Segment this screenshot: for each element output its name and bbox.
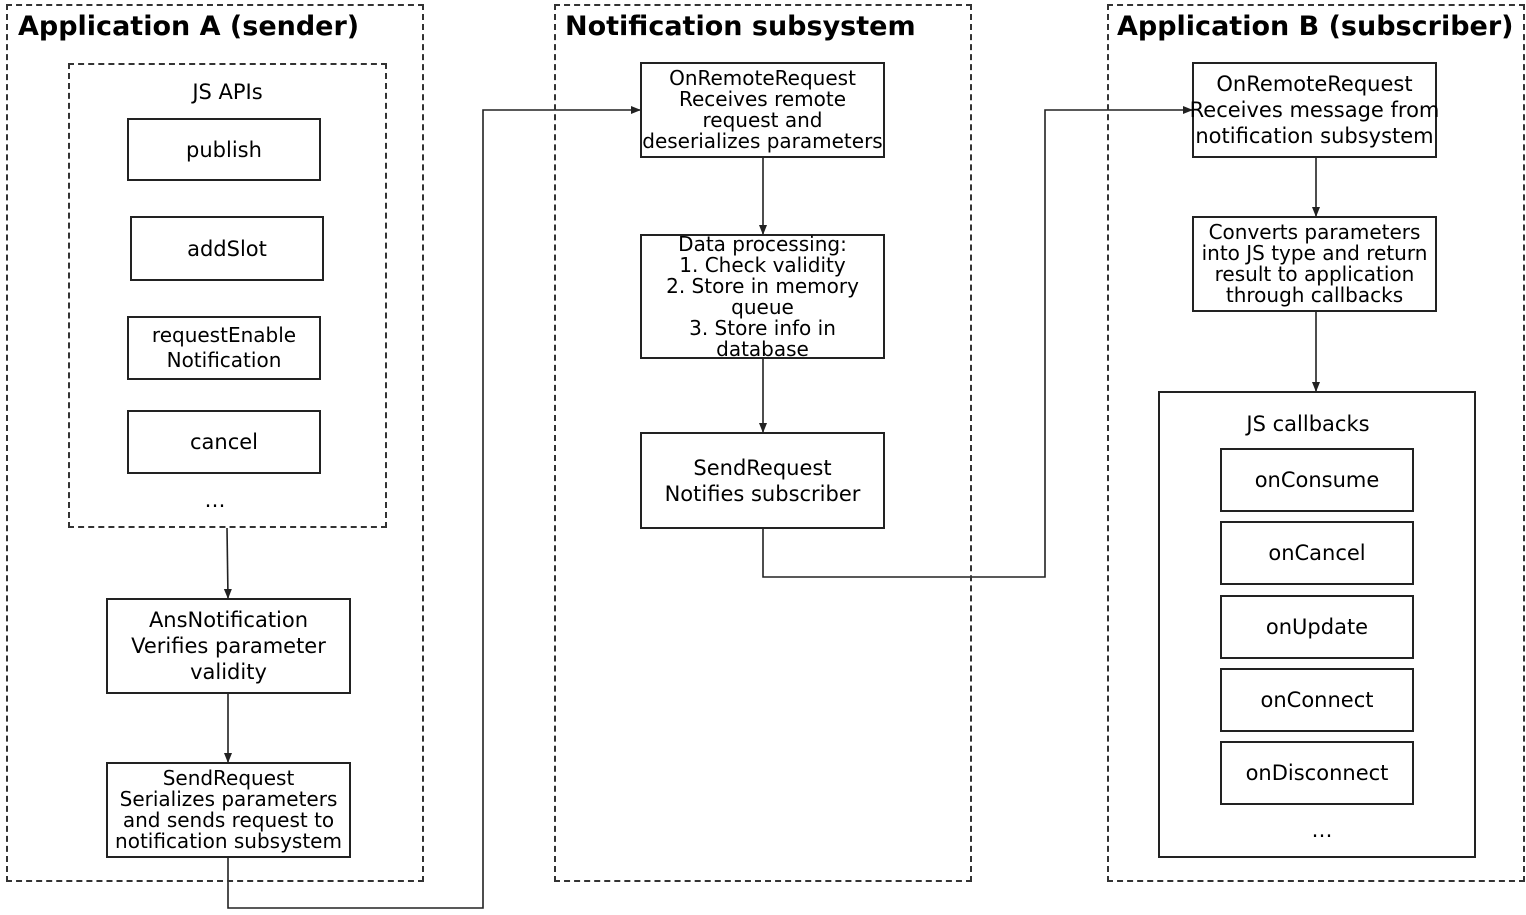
callback-ondisconnect: onDisconnect bbox=[1220, 741, 1414, 805]
subscr-remote-line-3: notification subsystem bbox=[1195, 124, 1434, 148]
api-publish: publish bbox=[127, 118, 321, 181]
arrow-subsystem-to-subscriber bbox=[762, 106, 1193, 578]
ans-line-1: AnsNotification bbox=[148, 608, 309, 632]
conv-line-4: through callbacks bbox=[1225, 283, 1404, 307]
arrow-sender-to-subsystem bbox=[227, 106, 641, 909]
proc-line-3: 2. Store in memory bbox=[666, 273, 859, 298]
js-apis-more: … bbox=[204, 488, 226, 512]
arrow-jsapis-to-ans bbox=[223, 527, 232, 599]
panel-subscriber bbox=[1107, 4, 1525, 882]
sub-remote-line-1: OnRemoteRequest bbox=[669, 66, 856, 90]
sub-send-line-1: SendRequest bbox=[693, 455, 832, 480]
sender-send-line-2: Serializes parameters bbox=[119, 787, 338, 811]
sub-remote-line-2: Receives remote bbox=[678, 87, 847, 111]
conv-line-2: into JS type and return bbox=[1201, 241, 1428, 265]
proc-line-6: database bbox=[716, 336, 809, 361]
js-callbacks-label: JS callbacks bbox=[1246, 412, 1370, 436]
panel-sender bbox=[6, 4, 424, 882]
js-callbacks-more: … bbox=[1311, 818, 1333, 842]
ans-line-3: validity bbox=[190, 660, 267, 684]
data-processing-box: Data processing: 1. Check validity 2. St… bbox=[640, 231, 885, 361]
api-request-enable-notification: requestEnable Notification bbox=[127, 316, 321, 380]
conv-line-1: Converts parameters bbox=[1208, 220, 1421, 244]
panel-subscriber-title: Application B (subscriber) bbox=[1117, 11, 1514, 42]
api-addslot: addSlot bbox=[130, 216, 324, 281]
conv-line-3: result to application bbox=[1214, 262, 1415, 286]
panel-subsystem bbox=[554, 4, 972, 882]
proc-line-5: 3. Store info in bbox=[689, 315, 836, 340]
proc-line-2: 1. Check validity bbox=[679, 252, 846, 277]
converts-parameters-box: Converts parameters into JS type and ret… bbox=[1192, 216, 1437, 312]
sub-remote-line-4: deserializes parameters bbox=[642, 129, 883, 153]
callback-onconsume: onConsume bbox=[1220, 448, 1414, 512]
callback-onupdate: onUpdate bbox=[1220, 595, 1414, 659]
subscr-remote-line-1: OnRemoteRequest bbox=[1216, 72, 1413, 96]
js-callbacks-group bbox=[1158, 391, 1476, 858]
panel-sender-title: Application A (sender) bbox=[18, 11, 360, 42]
sub-remote-line-3: request and bbox=[702, 108, 823, 132]
callback-onconnect: onConnect bbox=[1220, 668, 1414, 732]
sender-send-line-1: SendRequest bbox=[162, 766, 295, 790]
subscr-remote-line-2: Receives message from bbox=[1189, 98, 1440, 122]
panel-subsystem-title: Notification subsystem bbox=[565, 11, 916, 42]
js-apis-label: JS APIs bbox=[192, 80, 263, 104]
subscriber-on-remote-request-box: OnRemoteRequest Receives message from no… bbox=[1189, 62, 1440, 158]
proc-line-1: Data processing: bbox=[678, 231, 847, 256]
api-cancel: cancel bbox=[127, 410, 321, 474]
ans-notification-box: AnsNotification Verifies parameter valid… bbox=[106, 598, 351, 694]
sender-send-line-3: and sends request to bbox=[122, 808, 335, 832]
ans-line-2: Verifies parameter bbox=[131, 634, 326, 658]
proc-line-4: queue bbox=[731, 294, 794, 319]
callback-oncancel: onCancel bbox=[1220, 521, 1414, 585]
js-apis-group bbox=[68, 63, 387, 528]
subsystem-send-request-box: SendRequest Notifies subscriber bbox=[640, 432, 885, 529]
sub-send-line-2: Notifies subscriber bbox=[664, 481, 861, 506]
api-request-enable-notification-label: requestEnable Notification bbox=[151, 323, 297, 372]
sender-send-request-box: SendRequest Serializes parameters and se… bbox=[106, 762, 351, 858]
sender-send-line-4: notification subsystem bbox=[115, 829, 342, 853]
subsystem-on-remote-request-box: OnRemoteRequest Receives remote request … bbox=[640, 62, 885, 158]
